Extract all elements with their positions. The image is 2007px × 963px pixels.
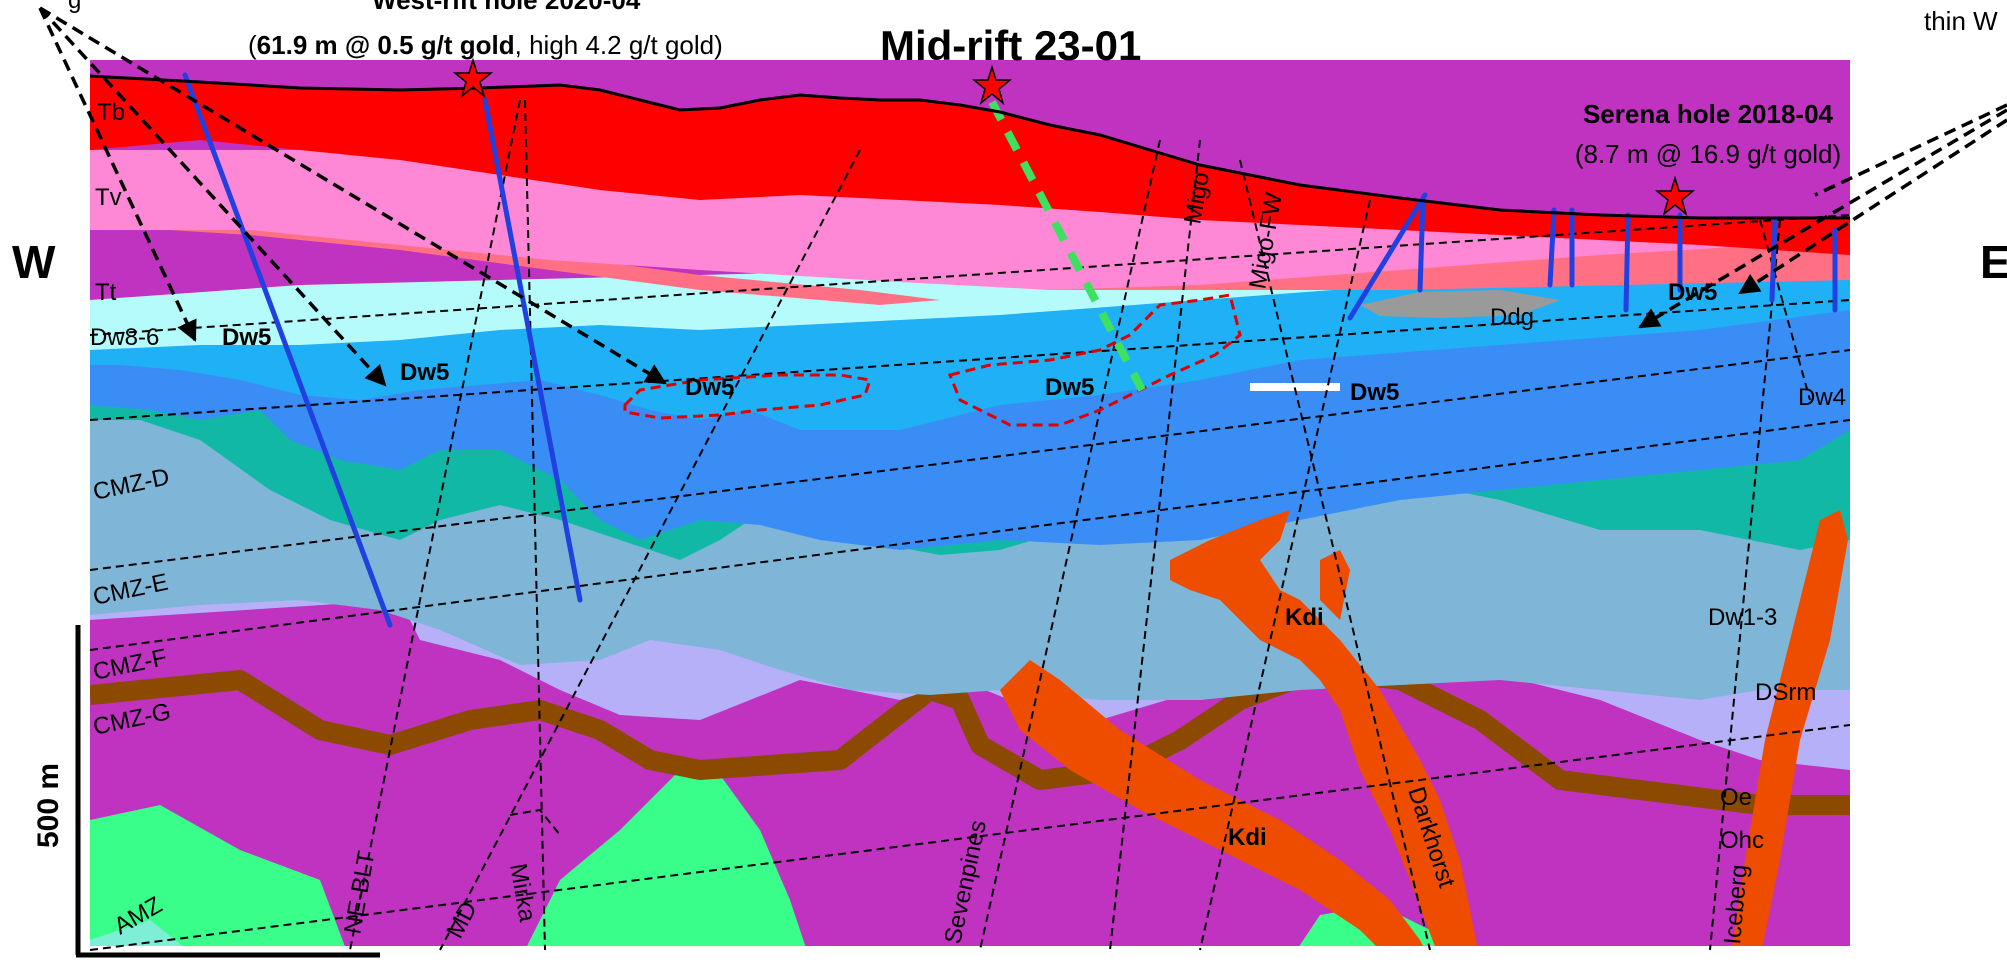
unit-amz-2 (527, 770, 806, 946)
arrow-5 (1738, 118, 2007, 295)
fault-migo (1109, 139, 1201, 951)
contact-line-5 (89, 724, 1851, 951)
topographic-surface (89, 74, 1850, 220)
label-oe: Oe (1720, 784, 1752, 811)
label-dw5-f: Dw5 (1668, 279, 1717, 306)
drill-hole-7 (1623, 212, 1631, 313)
unit-amz-light (90, 920, 183, 946)
scale-bar-label: 500 m (32, 763, 65, 848)
fault-ne-blt (349, 99, 521, 951)
drill-holes (182, 72, 1838, 628)
label-dw5-e: Dw5 (1350, 379, 1399, 406)
midrift-title: Mid-rift 23-01 (880, 22, 1141, 69)
unit-tv (90, 150, 1850, 290)
kdi-intrusion-3 (1320, 550, 1350, 620)
left-partial-text: g (68, 0, 81, 14)
label-kdi-b: Kdi (1228, 824, 1267, 851)
white-gap (1250, 383, 1340, 391)
unit-tb (90, 76, 1850, 255)
label-dw5-a: Dw5 (222, 324, 271, 351)
label-dw5-c: Dw5 (685, 374, 734, 401)
contact-line-4 (89, 419, 1851, 651)
serena-subtitle: (8.7 m @ 16.9 g/t gold) (1575, 139, 1841, 169)
label-tb: Tb (97, 99, 125, 126)
geology-layers (90, 60, 1850, 946)
target-outline-1 (623, 373, 872, 420)
label-ohc: Ohc (1720, 827, 1764, 854)
callout-arrows (38, 6, 2007, 387)
west-rift-grade: 61.9 m @ 0.5 g/t gold (256, 30, 515, 60)
label-east: E (1980, 236, 2007, 288)
arrow-4 (1638, 108, 2007, 329)
kdi-intrusion-1 (1170, 510, 1478, 946)
serena-title: Serena hole 2018-04 (1583, 99, 1834, 129)
collar-stars (452, 57, 1696, 217)
label-dw8-6: Dw8-6 (90, 324, 159, 351)
right-partial-text: thin W (1924, 6, 1998, 36)
fault-migo-fw (1239, 159, 1431, 951)
label-dw1-3: Dw1-3 (1708, 604, 1777, 631)
fault-sevenpines (979, 139, 1161, 951)
fault-md (439, 149, 861, 951)
fault-kink (509, 808, 561, 836)
fault-iceberg (1709, 219, 1781, 951)
west-rift-high: , high 4.2 g/t gold) (514, 30, 723, 60)
star-serena (1654, 175, 1696, 217)
contact-line-2 (89, 299, 1851, 421)
label-dw5-b: Dw5 (400, 359, 449, 386)
west-rift-open: ( (248, 30, 257, 60)
label-kdi-a: Kdi (1285, 604, 1324, 631)
dw5-targets (623, 293, 1242, 427)
fault-mirka (524, 99, 546, 951)
drill-hole-9 (1769, 217, 1778, 303)
contact-line-1 (89, 214, 1851, 336)
unit-amz (90, 805, 345, 946)
arrow-1 (38, 7, 197, 342)
fault-lines (89, 99, 1851, 951)
drill-hole-2 (482, 97, 583, 603)
label-dw5-d: Dw5 (1045, 374, 1094, 401)
west-rift-title: West-rift hole 2020-04 (372, 0, 641, 15)
fault-darkhorst (1199, 199, 1371, 951)
kdi-intrusion-4 (1732, 510, 1848, 946)
star-west-rift (452, 57, 494, 99)
brown-band (90, 660, 1850, 815)
drill-hole-5 (1547, 207, 1557, 288)
star-midrift (971, 64, 1013, 106)
scale-bar (75, 625, 380, 958)
label-tt: Tt (95, 279, 117, 306)
label-dw4: Dw4 (1798, 384, 1846, 411)
label-ddg: Ddg (1490, 304, 1534, 331)
contact-line-3 (89, 349, 1851, 571)
arrow-2 (38, 6, 387, 387)
west-rift-result: (61.9 m @ 0.5 g/t gold, high 4.2 g/t gol… (248, 30, 723, 61)
label-dsrm: DSrm (1755, 679, 1816, 706)
arrow-3 (39, 6, 667, 385)
label-west: W (12, 236, 56, 288)
drill-hole-3 (1347, 192, 1428, 321)
arrow-6 (1814, 103, 2007, 197)
target-outline-2 (947, 293, 1242, 427)
drill-hole-1 (182, 72, 393, 628)
kdi-intrusion-2 (1000, 660, 1423, 946)
unit-ddg (1360, 290, 1560, 318)
drill-hole-4 (1417, 197, 1426, 293)
label-tv: Tv (95, 184, 122, 211)
